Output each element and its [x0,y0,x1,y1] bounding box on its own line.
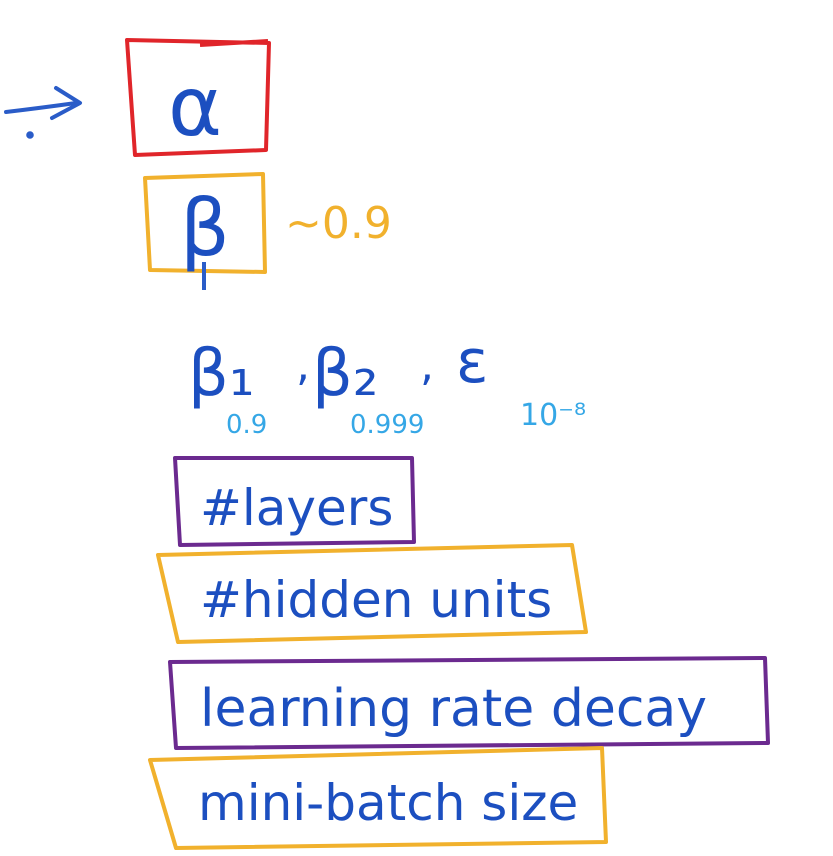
beta-note: ~0.9 [285,198,392,249]
beta-symbol: β [180,184,230,274]
epsilon-value: 10⁻⁸ [520,398,586,433]
beta1-symbol: β₁ [188,337,255,411]
mini-batch-label: mini-batch size [198,774,578,832]
comma-1: , [296,340,310,391]
lr-decay-box: learning rate decay [168,656,770,750]
alpha-symbol: α [168,60,222,155]
beta-box: β ~0.9 [143,172,392,290]
comma-2: , [420,340,434,391]
hidden-units-box: #hidden units [156,543,588,644]
hidden-units-label: #hidden units [200,571,552,629]
beta2-symbol: β₂ [312,337,379,411]
beta1-value: 0.9 [226,410,267,440]
mini-batch-box: mini-batch size [148,746,608,850]
adam-parameters: β₁ , β₂ , ε 0.9 0.999 10⁻⁸ [188,327,586,440]
beta2-value: 0.999 [350,410,424,440]
lr-decay-label: learning rate decay [200,679,707,739]
layers-box: #layers [173,456,416,547]
alpha-box: α [125,38,271,157]
layers-label: #layers [200,479,393,537]
arrow-icon [4,86,82,139]
epsilon-symbol: ε [456,327,488,397]
